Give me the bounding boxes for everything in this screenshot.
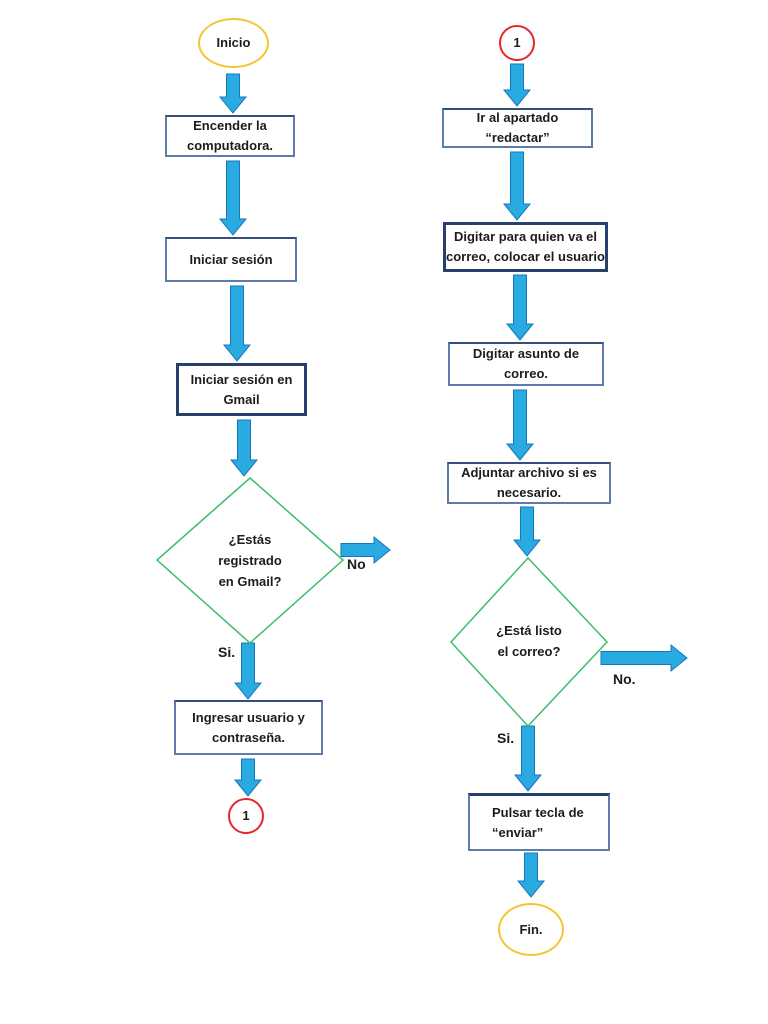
label-si-right: Si.	[497, 730, 515, 746]
arrow-decision-si-right	[513, 725, 543, 792]
arrow-asunto-to-adjuntar	[505, 389, 535, 461]
arrow-encender-to-iniciar	[218, 160, 248, 236]
step-encender-computadora: Encender la computadora.	[165, 115, 295, 157]
end-label: Fin.	[519, 921, 543, 937]
decision-correo-listo-text: ¿Está listo el correo?	[496, 623, 562, 659]
arrow-connector-to-redactar	[502, 63, 532, 107]
step-ingresar-usuario: Ingresar usuario y contraseña.	[174, 700, 323, 755]
arrow-redactar-to-destinatario	[502, 151, 532, 221]
step-digitar-destinatario: Digitar para quien va el correo, colocar…	[443, 222, 608, 272]
label-no-right: No.	[613, 671, 636, 687]
arrow-adjuntar-to-decision	[512, 506, 542, 557]
label-no-left: No	[347, 556, 366, 572]
label-si-left: Si.	[218, 644, 236, 660]
decision-diamond-registrado	[155, 477, 345, 645]
connector-1-left: 1	[228, 798, 264, 834]
decision-registrado-gmail-text: ¿Estás registrado en Gmail?	[218, 531, 282, 589]
connector-1-right: 1	[499, 25, 535, 61]
decision-diamond-correo-listo	[449, 556, 609, 728]
arrow-destinatario-to-asunto	[505, 274, 535, 341]
arrow-decision-no-right	[600, 643, 688, 673]
arrow-decision-si-left	[233, 642, 263, 700]
arrow-ingresar-to-connector	[233, 758, 263, 797]
arrow-inicio-to-encender	[218, 73, 248, 114]
arrow-iniciar-to-gmail	[222, 285, 252, 362]
step-digitar-asunto: Digitar asunto de correo.	[448, 342, 604, 386]
arrow-enviar-to-fin	[516, 852, 546, 898]
arrow-gmail-to-decision	[229, 419, 259, 477]
step-iniciar-sesion: Iniciar sesión	[165, 237, 297, 282]
start-terminal: Inicio	[198, 18, 269, 68]
arrow-decision-no-left	[340, 535, 391, 565]
start-label: Inicio	[216, 35, 251, 50]
step-pulsar-enviar: Pulsar tecla de “enviar”	[468, 793, 610, 851]
step-adjuntar-archivo: Adjuntar archivo si es necesario.	[447, 462, 611, 504]
step-ir-apartado-redactar: Ir al apartado “redactar”	[442, 108, 593, 148]
end-terminal: Fin.	[498, 903, 564, 956]
step-iniciar-sesion-gmail: Iniciar sesión en Gmail	[176, 363, 307, 416]
